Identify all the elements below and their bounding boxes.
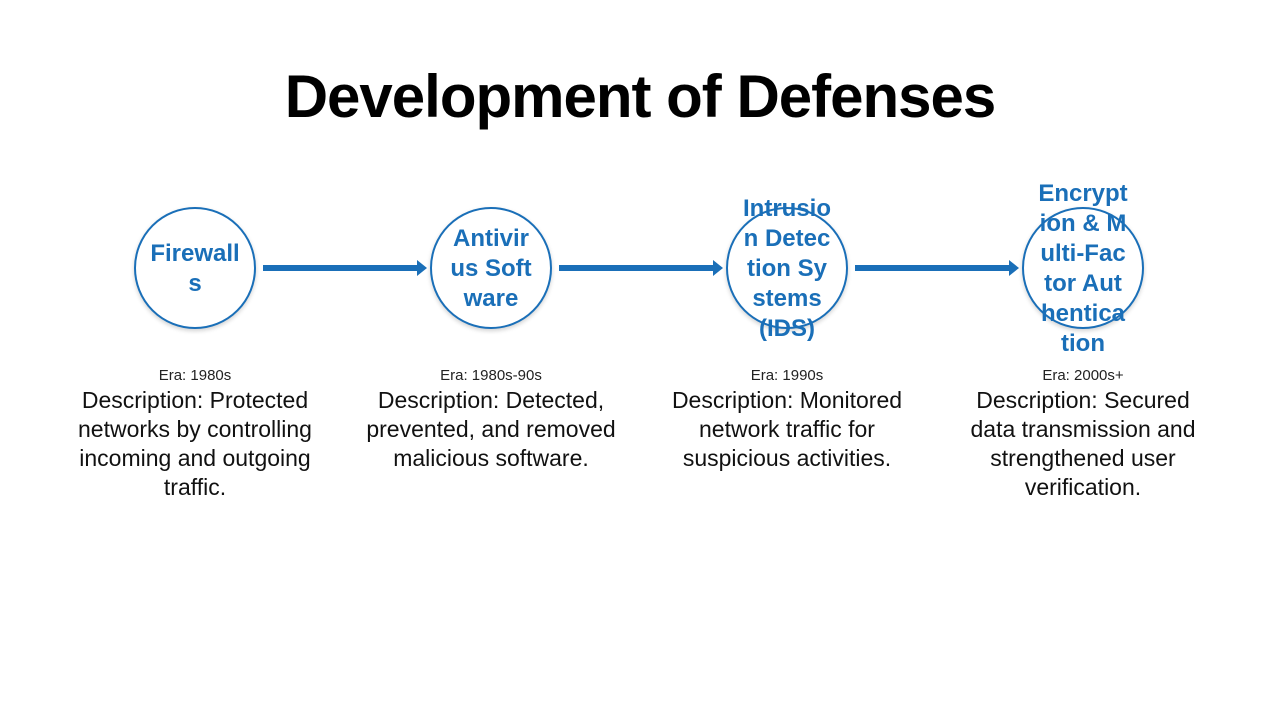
arrow-2 <box>559 260 723 276</box>
era-firewalls: Era: 1980s <box>158 367 232 384</box>
node-circle-antivirus <box>430 207 552 329</box>
slide-title: Development of Defenses <box>284 63 997 130</box>
node-label-text: Antivirus Software <box>450 225 532 312</box>
description-encryption-mfa: Description: Secured data transmission a… <box>970 387 1196 500</box>
node-circle-firewalls <box>134 207 256 329</box>
description-antivirus: Description: Detected, prevented, and re… <box>366 387 616 471</box>
description-ids: Description: Monitored network traffic f… <box>671 387 903 471</box>
description-firewalls: Description: Protected networks by contr… <box>78 387 312 500</box>
node-circle-encryption-mfa <box>1022 207 1144 329</box>
node-label-text: Encryption & Multi-Factor Authentication <box>1038 180 1128 357</box>
arrow-1 <box>263 260 427 276</box>
era-ids: Era: 1990s <box>750 367 824 384</box>
arrow-3 <box>855 260 1019 276</box>
era-antivirus: Era: 1980s-90s <box>440 367 542 384</box>
node-label-text: Intrusion Detection Systems (IDS) <box>743 195 831 342</box>
era-encryption-mfa: Era: 2000s+ <box>1042 367 1124 384</box>
node-label-text: Firewalls <box>150 240 240 297</box>
node-circle-ids <box>726 207 848 329</box>
